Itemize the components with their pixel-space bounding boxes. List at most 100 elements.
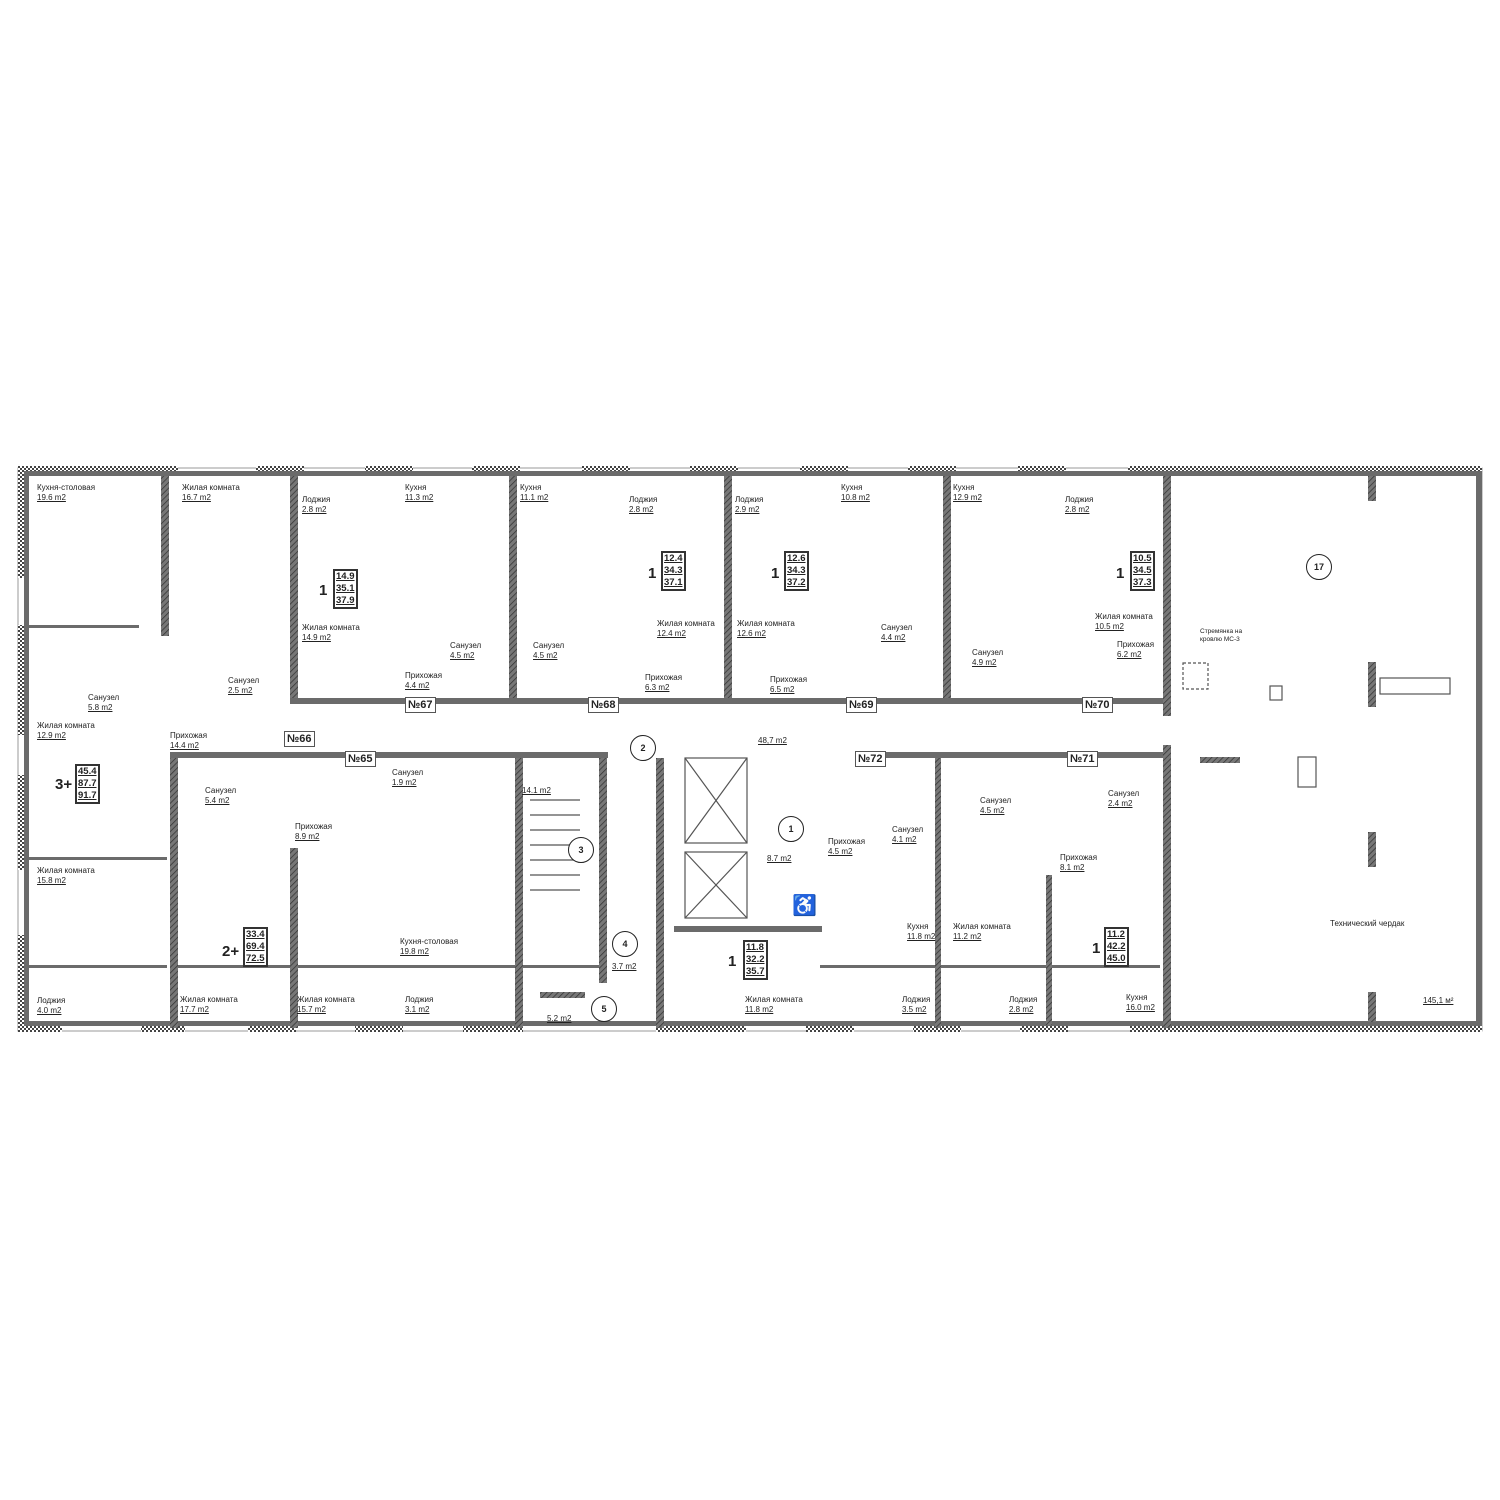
apartment-area-value: 45.4 [78,766,97,777]
room-area: 17.7 m2 [180,1005,209,1014]
room-area: 6.2 m2 [1117,650,1142,659]
apartment-number-badge[interactable]: №65 [345,751,376,767]
room-area: 4.5 m2 [980,806,1005,815]
apartment-number-badge[interactable]: №66 [284,731,315,747]
room-area: 3.1 m2 [405,1005,430,1014]
room-name: Санузел [980,796,1012,805]
attic-area: 145,1 м² [1423,996,1453,1006]
room-name: Лоджия [302,495,331,504]
attic-marker[interactable]: 17 [1306,554,1332,580]
common-area-marker[interactable]: 1 [778,816,804,842]
room-area: 11.8 m2 [907,932,936,941]
room-area: 14.9 m2 [302,633,331,642]
apartment-area-value: 33.4 [246,929,265,940]
apartment-number-badge[interactable]: №70 [1082,697,1113,713]
room-name: Прихожая [170,731,208,740]
apartment-type-label: 1 [648,565,657,582]
room-area: 11.3 m2 [405,493,434,502]
apartment-number-badge[interactable]: №71 [1067,751,1098,767]
common-area-value: 8.7 m2 [767,854,792,863]
room-area: 2.8 m2 [1009,1005,1034,1014]
apartment-type-label: 1 [319,582,328,599]
apartment-number-badge[interactable]: №67 [405,697,436,713]
room-area: 2.8 m2 [629,505,654,514]
room-name: Санузел [892,825,924,834]
room-area: 2.9 m2 [735,505,760,514]
room-name: Жилая комната [297,995,355,1004]
room-name: Санузел [1108,789,1140,798]
common-area-marker[interactable]: 4 [612,931,638,957]
common-area-marker[interactable]: 3 [568,837,594,863]
apartment-number-badge[interactable]: №69 [846,697,877,713]
apartment-number-badge[interactable]: №68 [588,697,619,713]
common-area-value: 14.1 m2 [522,786,551,795]
common-area-value: 5.2 m2 [547,1014,572,1023]
apartment-area-value: 45.0 [1107,953,1126,964]
corridor-area: 48,7 m2 [758,736,787,746]
common-area-marker[interactable]: 5 [591,996,617,1022]
room-name: Лоджия [405,995,434,1004]
room-name: Лоджия [1009,995,1038,1004]
room-name: Прихожая [645,673,683,682]
apartment-type-label: 1 [1116,565,1125,582]
room-area: 11.2 m2 [953,932,982,941]
room-area: 16.0 m2 [1126,1003,1155,1012]
apartment-number-badge[interactable]: №72 [855,751,886,767]
apartment-area-value: 10.5 [1133,553,1152,564]
apartment-area-value: 32.2 [746,954,765,965]
corridor-marker[interactable]: 2 [630,735,656,761]
ladder-note: Стремянка на кровлю МС-3 [1200,628,1243,643]
apartment-area-value: 91.7 [78,790,97,801]
apartment-area-value: 12.6 [787,553,806,564]
room-name: Кухня [953,483,975,492]
